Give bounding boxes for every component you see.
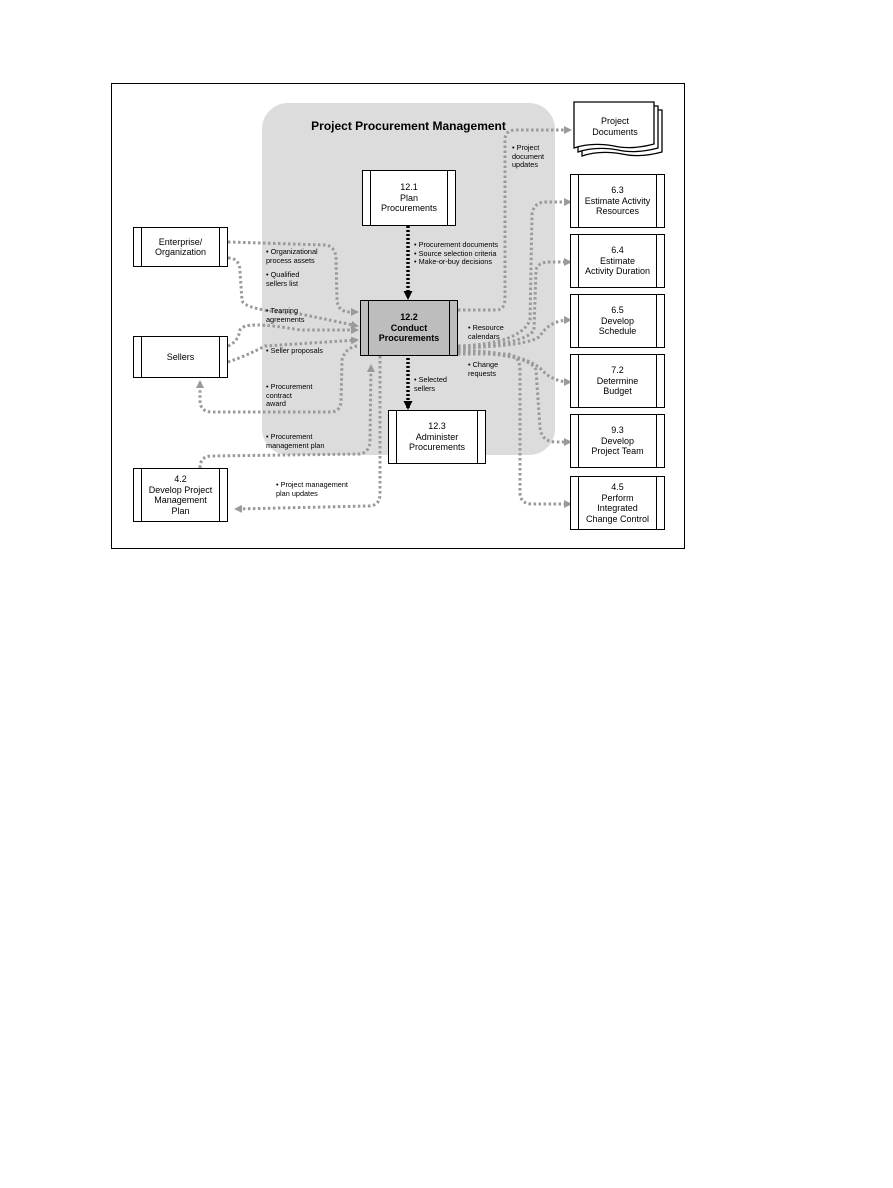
diagram-frame: [111, 83, 685, 549]
node-9-3: 9.3 Develop Project Team: [570, 414, 665, 468]
label-org-process-assets: • Organizational process assets: [266, 247, 318, 265]
node-6-3: 6.3 Estimate Activity Resources: [570, 174, 665, 228]
enterprise-organization-node: Enterprise/ Organization: [133, 227, 228, 267]
label-doc-updates: • Project document updates: [512, 143, 545, 170]
node-6-4: 6.4 Estimate Activity Duration: [570, 234, 665, 288]
sellers-node: Sellers: [133, 336, 228, 378]
label-plan-outputs: • Procurement documents • Source selecti…: [414, 240, 499, 267]
label-teaming-agreements: • Teaming agreements: [266, 306, 305, 324]
node-4-5: 4.5 Perform Integrated Change Control: [570, 476, 665, 530]
process-12-1-plan: 12.1 Plan Procurements: [362, 170, 456, 226]
flow-to-4-5: [458, 352, 572, 508]
flow-doc-updates: [458, 126, 572, 312]
label-seller-proposals: • Seller proposals: [266, 346, 323, 355]
label-resource-calendars: • Resource calendars: [468, 323, 504, 341]
flow-org-process-assets: [227, 240, 359, 316]
flow-qualified-sellers: [227, 256, 359, 329]
flow-to-7-2: [457, 348, 572, 386]
label-qualified-sellers: • Qualified sellers list: [266, 270, 300, 288]
flow-teaming-agreements: [227, 323, 359, 348]
project-documents-node: Project Documents: [592, 116, 638, 137]
label-contract-award: • Procurement contract award: [266, 382, 313, 409]
node-7-2: 7.2 Determine Budget: [570, 354, 665, 408]
flow-contract-award: [196, 344, 358, 414]
flow-seller-proposals: [227, 336, 359, 364]
documents-icon: [573, 101, 663, 157]
label-selected-sellers: • Selected sellers: [414, 375, 447, 393]
flow-to-6-5: [457, 316, 572, 350]
label-change-requests: • Change requests: [468, 360, 499, 378]
process-12-3-administer: 12.3 Administer Procurements: [388, 410, 486, 464]
label-pm-plan-updates: • Project management plan updates: [276, 480, 348, 498]
flow-pm-plan-updates: [234, 356, 382, 513]
node-6-5: 6.5 Develop Schedule: [570, 294, 665, 348]
label-pm-plan: • Procurement management plan: [266, 432, 325, 450]
flow-pm-plan: [198, 364, 375, 469]
flow-to-6-3: [457, 198, 572, 348]
flow-to-6-4: [457, 258, 572, 349]
develop-pm-plan-node: 4.2 Develop Project Management Plan: [133, 468, 228, 522]
process-12-2-conduct: 12.2 Conduct Procurements: [360, 300, 458, 356]
diagram-title: Project Procurement Management: [311, 119, 506, 133]
